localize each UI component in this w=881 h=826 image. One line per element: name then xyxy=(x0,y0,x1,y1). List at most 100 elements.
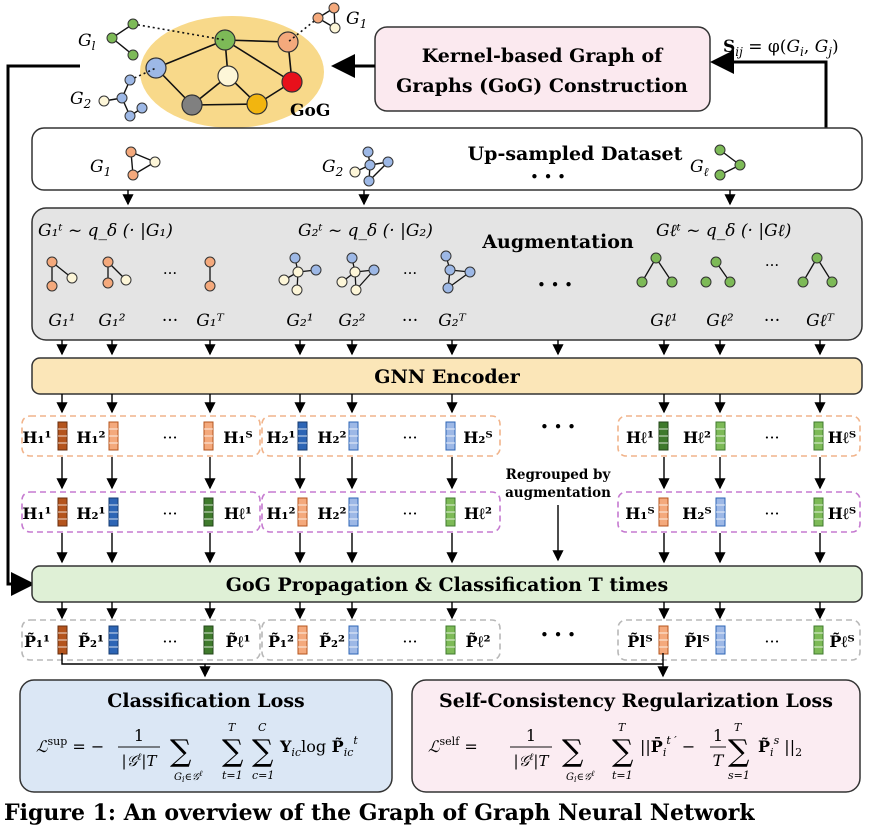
svg-text:t=1: t=1 xyxy=(612,769,633,782)
svg-text:t=1: t=1 xyxy=(222,769,243,782)
arrows-aug-encoder xyxy=(56,340,826,356)
svg-text:Gl: Gl xyxy=(78,31,96,53)
embedding-vector xyxy=(57,497,68,527)
embedding-label: Hℓᵀ xyxy=(828,428,856,447)
regroup-note: • • • Regrouped by augmentation xyxy=(505,418,612,562)
arrows-regroup xyxy=(56,457,826,490)
embedding-vector xyxy=(348,625,359,655)
kernel-formula: Sij = φ(Gi, Gj) xyxy=(723,37,839,59)
svg-text:c=1: c=1 xyxy=(252,769,274,782)
regroup-line2: augmentation xyxy=(505,485,611,501)
embedding-vector xyxy=(108,625,119,655)
arrows-encoder-embeddings xyxy=(56,394,826,414)
embedding-vector xyxy=(813,421,824,451)
kernel-box: Kernel-based Graph of Graphs (GoG) Const… xyxy=(374,26,711,112)
loss-connectors xyxy=(61,653,669,678)
aug-label: ··· xyxy=(764,311,780,331)
svg-text:G2: G2 xyxy=(70,89,91,111)
dataset-panel: Up-sampled Dataset • • • G1 G2 xyxy=(31,127,863,191)
svg-text:1: 1 xyxy=(713,726,723,745)
aug-label: Gℓ¹ xyxy=(650,311,677,331)
embedding-vector xyxy=(715,625,726,655)
aug-label: Gℓᵀ xyxy=(806,311,835,331)
augmentation-panel: Augmentation G₁ᵗ ~ q_δ (· |G₁) G₂ᵗ ~ q_δ… xyxy=(31,207,863,341)
embedding-label: P̃₂¹ xyxy=(78,632,104,651)
embedding-label: H₂ᵀ xyxy=(682,504,711,523)
embedding-vector xyxy=(108,497,119,527)
svg-text:|𝒢ℓ|T: |𝒢ℓ|T xyxy=(514,752,550,770)
svg-text:G2: G2 xyxy=(322,157,343,179)
svg-text:G1: G1 xyxy=(346,9,367,31)
embedding-vector xyxy=(203,421,214,451)
aug-label: G₂¹ xyxy=(286,311,313,331)
svg-text:T: T xyxy=(228,721,237,734)
arrows-dataset-aug xyxy=(122,190,736,206)
embedding-label: Hℓ¹ xyxy=(626,428,654,447)
dataset-ellipsis: • • • xyxy=(530,168,566,186)
aug-dist-2: G₂ᵗ ~ q_δ (· |G₂) xyxy=(298,221,433,241)
aug-label: G₂² xyxy=(338,311,365,331)
classification-title: Classification Loss xyxy=(107,690,304,712)
embedding-label: ··· xyxy=(402,632,417,651)
svg-text:T: T xyxy=(713,751,725,770)
embedding-label: H₁¹ xyxy=(22,428,51,447)
embedding-vector xyxy=(658,421,669,451)
aug-group-1-graphs: ··· xyxy=(46,256,216,292)
svg-text:|𝒢ℓ|T: |𝒢ℓ|T xyxy=(122,752,158,770)
embedding-label: ··· xyxy=(402,504,417,523)
svg-text:···: ··· xyxy=(163,264,177,282)
svg-text:T: T xyxy=(618,721,627,734)
embedding-vector xyxy=(297,625,308,655)
aug-label: G₁ᵀ xyxy=(196,311,224,331)
embedding-vector xyxy=(348,497,359,527)
small-graph-gl: Gl xyxy=(78,18,226,61)
embedding-vector xyxy=(57,625,68,655)
embedding-vector xyxy=(57,421,68,451)
embedding-label: P̃₁² xyxy=(268,632,294,651)
aug-ellipsis: • • • xyxy=(537,276,573,294)
aug-label: G₂ᵀ xyxy=(438,311,466,331)
arrows-row2-propagation xyxy=(56,533,826,564)
svg-text:G1: G1 xyxy=(90,157,111,179)
embedding-label: Hℓ¹ xyxy=(224,504,252,523)
dataset-graph-gl: Gℓ xyxy=(690,144,746,181)
embedding-label: H₂¹ xyxy=(76,504,105,523)
svg-text:∑: ∑ xyxy=(222,734,244,769)
embedding-label: P̃ℓ¹ xyxy=(225,632,250,651)
embedding-label: Hℓᵀ xyxy=(828,504,856,523)
figure-caption: Figure 1: An overview of the Graph of Gr… xyxy=(4,800,755,826)
aug-dist-1: G₁ᵗ ~ q_δ (· |G₁) xyxy=(38,221,173,241)
embedding-vector xyxy=(658,625,669,655)
propagation-title: GoG Propagation & Classification T times xyxy=(226,574,668,596)
svg-text:Gi∈𝒢ℓ: Gi∈𝒢ℓ xyxy=(174,769,203,784)
regroup-line1: Regrouped by xyxy=(506,467,612,483)
embedding-vector xyxy=(348,421,359,451)
embedding-label: P̃ℓ² xyxy=(465,632,490,651)
classification-formula: ℒsup = − 1 |𝒢ℓ|T ∑ Gi∈𝒢ℓ ∑ T t=1 ∑ C c=1… xyxy=(36,721,358,784)
embedding-label: ··· xyxy=(764,428,779,447)
aug-label: ··· xyxy=(162,311,178,331)
embedding-label: P̃ℓᵀ xyxy=(829,632,854,651)
svg-text:∑: ∑ xyxy=(252,734,274,769)
embedding-vector xyxy=(445,421,456,451)
svg-text:1: 1 xyxy=(526,726,536,745)
self-consistency-title: Self-Consistency Regularization Loss xyxy=(439,690,833,712)
embedding-label: ··· xyxy=(162,428,177,447)
aug-group-3-graphs: ··· xyxy=(636,252,838,288)
embedding-label: H₁¹ xyxy=(22,504,51,523)
embedding-vector xyxy=(715,421,726,451)
embedding-label: P̃lᵀ xyxy=(627,632,652,651)
embedding-label: H₁² xyxy=(76,428,105,447)
svg-text:1: 1 xyxy=(134,726,144,745)
aug-dist-3: Gℓᵗ ~ q_δ (· |Gℓ) xyxy=(656,221,791,241)
